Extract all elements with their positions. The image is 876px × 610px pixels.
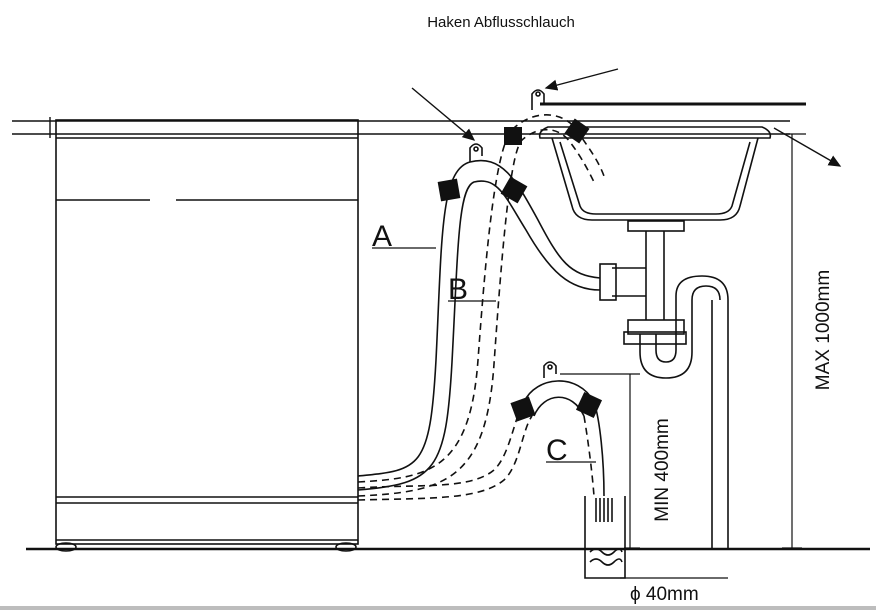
max-height-label: MAX 1000mm: [813, 270, 834, 390]
drain-hose-a: [357, 159, 601, 491]
label-leaders: [372, 247, 596, 463]
hose-b-clamp-left: [504, 127, 522, 145]
dishwasher: [55, 119, 359, 552]
sink-drain-trap: [599, 220, 729, 548]
min-height-label: MIN 400mm: [652, 418, 673, 521]
drain-hose-c: [357, 401, 533, 501]
countertop: [12, 102, 806, 138]
label-a: A: [372, 220, 392, 253]
dimension-min: [560, 373, 640, 549]
label-c: C: [546, 434, 568, 467]
bottom-border: [0, 606, 876, 610]
diagram-title: Haken Abflusschlauch: [427, 14, 575, 31]
hook-arrows: [411, 68, 842, 167]
hose-b-clamp-right: [564, 118, 590, 144]
hose-hooks: [469, 89, 557, 378]
drain-hose-c-arch: [510, 380, 605, 497]
label-b: B: [448, 273, 468, 306]
diameter-label: ϕ 40mm: [630, 584, 699, 605]
drain-standpipe: [584, 496, 626, 579]
sink-basin: [538, 126, 772, 221]
dimension-max: [782, 133, 806, 549]
